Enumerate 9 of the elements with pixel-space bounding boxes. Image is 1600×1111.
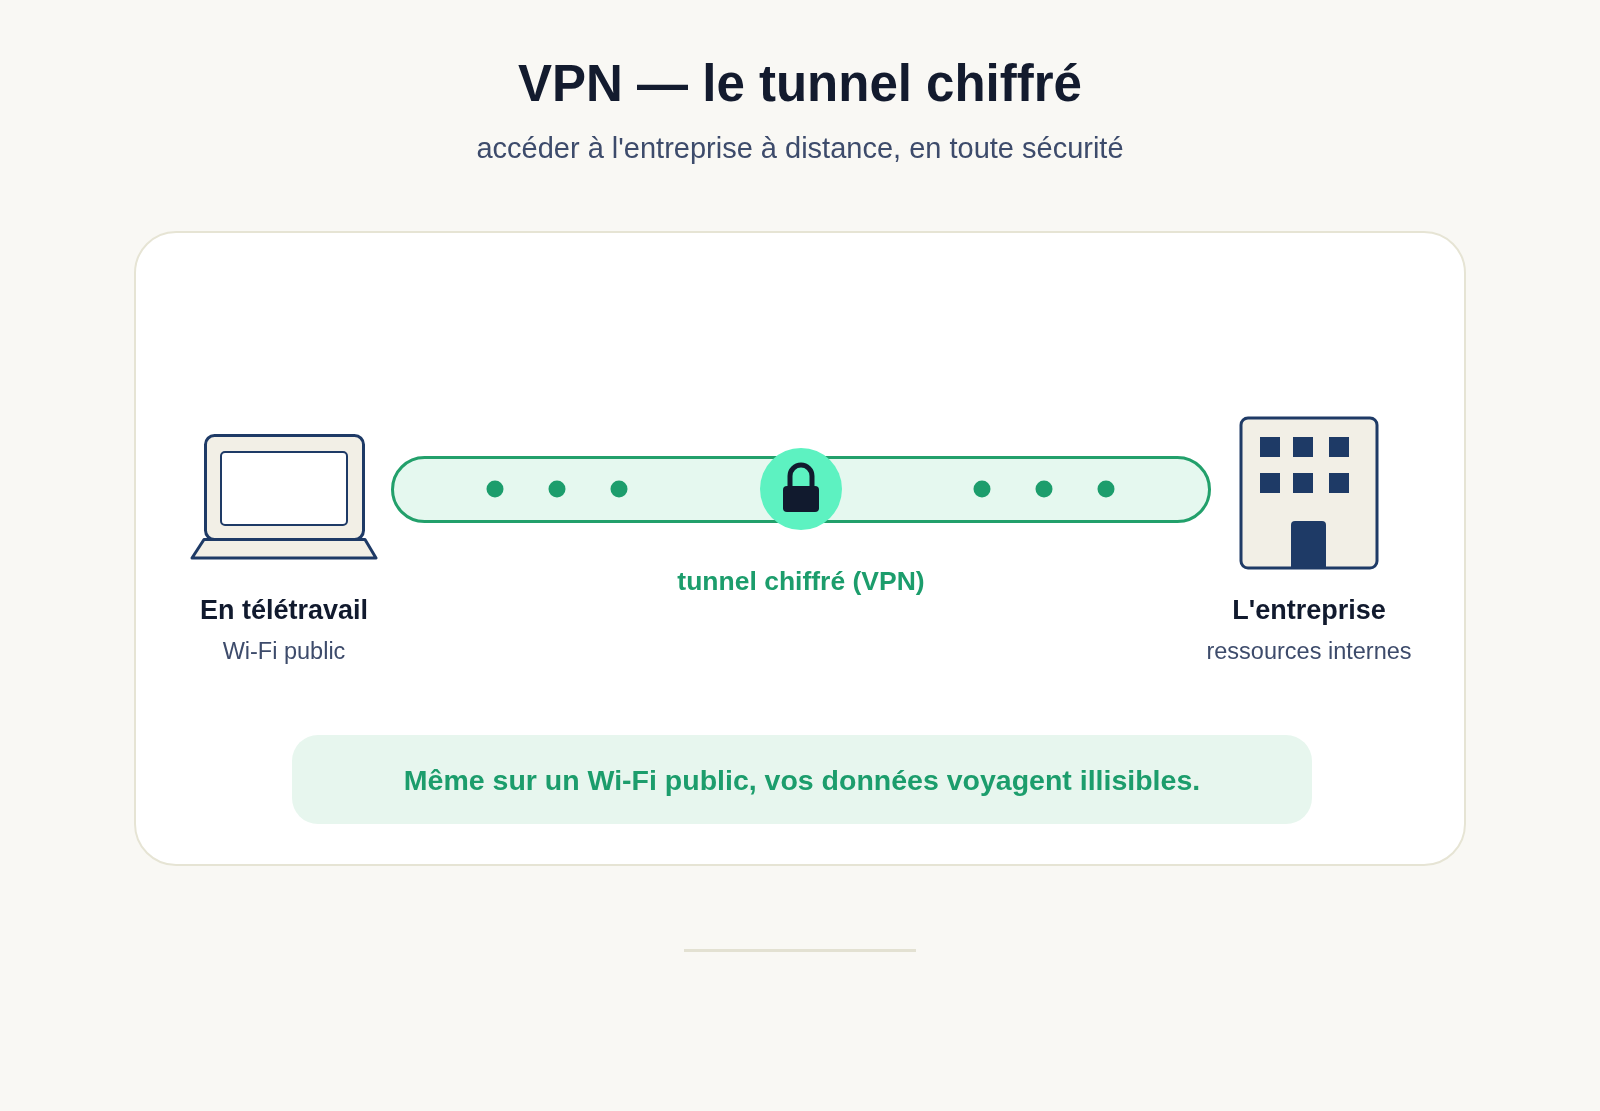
node-title: En télétravail [199, 594, 369, 626]
note-banner: Même sur un Wi-Fi public, vos données voyagent illisibles. [292, 735, 1312, 824]
subtitle: accéder à l'entreprise à distance, en toute sécurité [476, 131, 1124, 165]
panel-card [134, 231, 1466, 866]
diagram-title: VPN — le tunnel chiffré [518, 54, 1082, 114]
node-subtitle: Wi-Fi public [222, 637, 346, 665]
node-subtitle: ressources internes [1206, 637, 1412, 665]
tunnel-label: tunnel chiffré (VPN) [677, 565, 925, 597]
node-title: L'entreprise [1232, 594, 1386, 626]
